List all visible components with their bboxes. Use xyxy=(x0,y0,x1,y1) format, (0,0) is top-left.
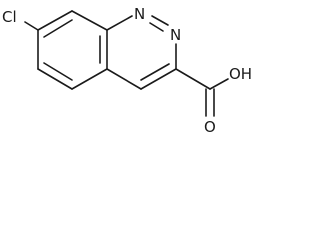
bond-n1-n2 xyxy=(151,15,169,26)
bond-c4a-c5 xyxy=(71,68,108,90)
bond-cl-c7 xyxy=(24,21,39,31)
bond-c4-c4a xyxy=(106,68,142,90)
double-bond-c5-c6-inner xyxy=(43,62,73,81)
atom-label-carbonyl-oxygen: O xyxy=(204,118,216,136)
double-bond-c7-c8-inner xyxy=(43,19,73,38)
atom-label-nitrogen-2: N xyxy=(170,26,181,44)
benzene-ring xyxy=(37,10,108,90)
atom-label-hydroxyl: OH xyxy=(229,65,252,83)
bond-carboxyl-c-oh xyxy=(209,78,229,90)
bond-c3-carboxyl-c xyxy=(175,68,211,90)
bond-c7-c8 xyxy=(37,10,73,31)
double-bond-c3-c4-inner xyxy=(140,63,170,81)
double-bond-n1-n2-inner xyxy=(149,22,164,32)
atom-label-chlorine: Cl xyxy=(2,8,17,26)
bond-c8-c8a xyxy=(71,10,108,31)
atom-label-nitrogen-1: N xyxy=(134,5,145,23)
pyridazine-ring xyxy=(106,15,177,90)
bond-c5-c6 xyxy=(37,68,73,90)
molecular-structure-diagram: Cl N N OH O xyxy=(2,5,252,136)
bond-c8a-n1 xyxy=(106,15,133,31)
carboxylic-acid-group xyxy=(175,68,229,117)
bond-c3-c4 xyxy=(140,68,177,90)
